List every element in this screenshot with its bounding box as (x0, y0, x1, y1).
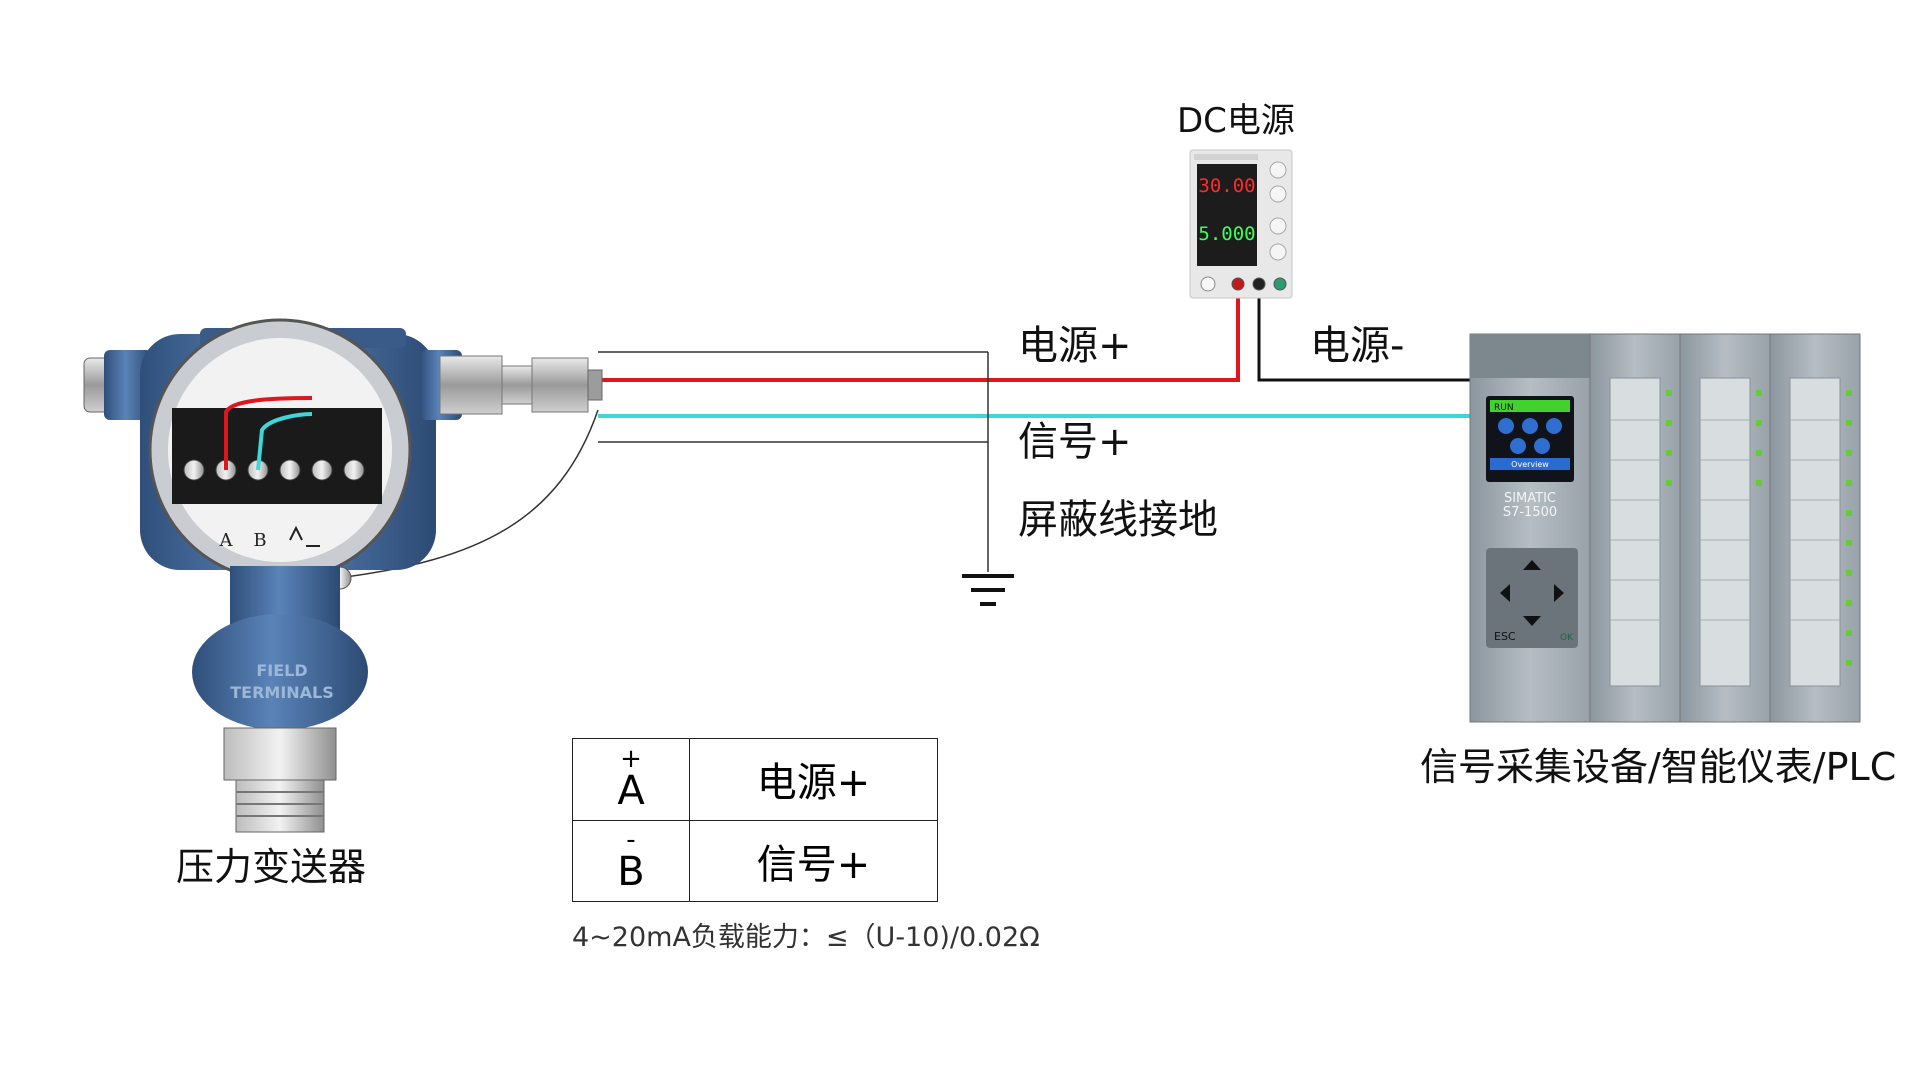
psu-terminal-plus (1231, 277, 1245, 291)
psu-current-display: 5.000 (1198, 223, 1255, 245)
psu-terminal-gnd (1273, 277, 1287, 291)
plc-overview: Overview (1511, 460, 1549, 469)
plc-model: S7-1500 (1503, 505, 1557, 520)
transmitter-caption: 压力变送器 (176, 845, 367, 889)
terminal-ground-mark (289, 525, 320, 547)
dc-supply-label: DC电源 (1177, 101, 1295, 141)
psu-terminal-minus (1252, 277, 1266, 291)
legend-function-cell: 信号+ (689, 819, 938, 902)
wire-power-minus (1257, 295, 1478, 382)
legend-function-cell: 电源+ (689, 738, 938, 821)
legend-terminal-letter: B (617, 849, 645, 896)
load-capacity-note: 4~20mA负载能力：≤（U-10)/0.02Ω (572, 922, 1040, 953)
legend-terminal-cell: + A (572, 738, 690, 821)
pressure-transmitter: A B FIELD TERMINALS (83, 318, 603, 833)
power-minus-label: 电源- (1310, 323, 1405, 369)
legend-terminal-letter: A (617, 767, 645, 814)
plc-unit: RUN Overview SIMATIC S7-1500 ESC OK (1469, 333, 1861, 723)
plc-esc-key: ESC (1494, 630, 1516, 643)
terminal-label-a: A (219, 530, 234, 551)
dc-power-supply: 30.00 5.000 (1189, 149, 1293, 299)
wires (337, 295, 1478, 606)
wire-power-plus (598, 295, 1240, 382)
cap-text-field: FIELD (256, 661, 307, 680)
power-plus-label: 电源+ (1018, 323, 1132, 369)
terminal-legend-table: + A 电源+ - B 信号+ (572, 738, 938, 902)
psu-knob-group (1269, 161, 1287, 261)
signal-plus-label: 信号+ (1018, 419, 1132, 465)
receiver-caption: 信号采集设备/智能仪表/PLC (1420, 745, 1897, 789)
ground-symbol (962, 574, 1014, 606)
plc-run-status: RUN (1494, 403, 1514, 413)
plc-ok-key: OK (1560, 633, 1574, 643)
plc-io-modules (1589, 333, 1861, 723)
shield-ground-label: 屏蔽线接地 (1018, 497, 1218, 543)
legend-polarity-symbol: - (626, 825, 636, 856)
terminal-label-b: B (253, 530, 266, 551)
legend-row: - B 信号+ (572, 819, 938, 902)
legend-terminal-cell: - B (572, 819, 690, 902)
plc-brand: SIMATIC (1504, 491, 1556, 506)
cap-text-terminals: TERMINALS (230, 683, 334, 702)
psu-voltage-display: 30.00 (1198, 175, 1255, 197)
legend-row: + A 电源+ (572, 738, 938, 821)
psu-power-switch (1200, 276, 1216, 292)
legend-polarity-symbol: + (620, 743, 642, 774)
